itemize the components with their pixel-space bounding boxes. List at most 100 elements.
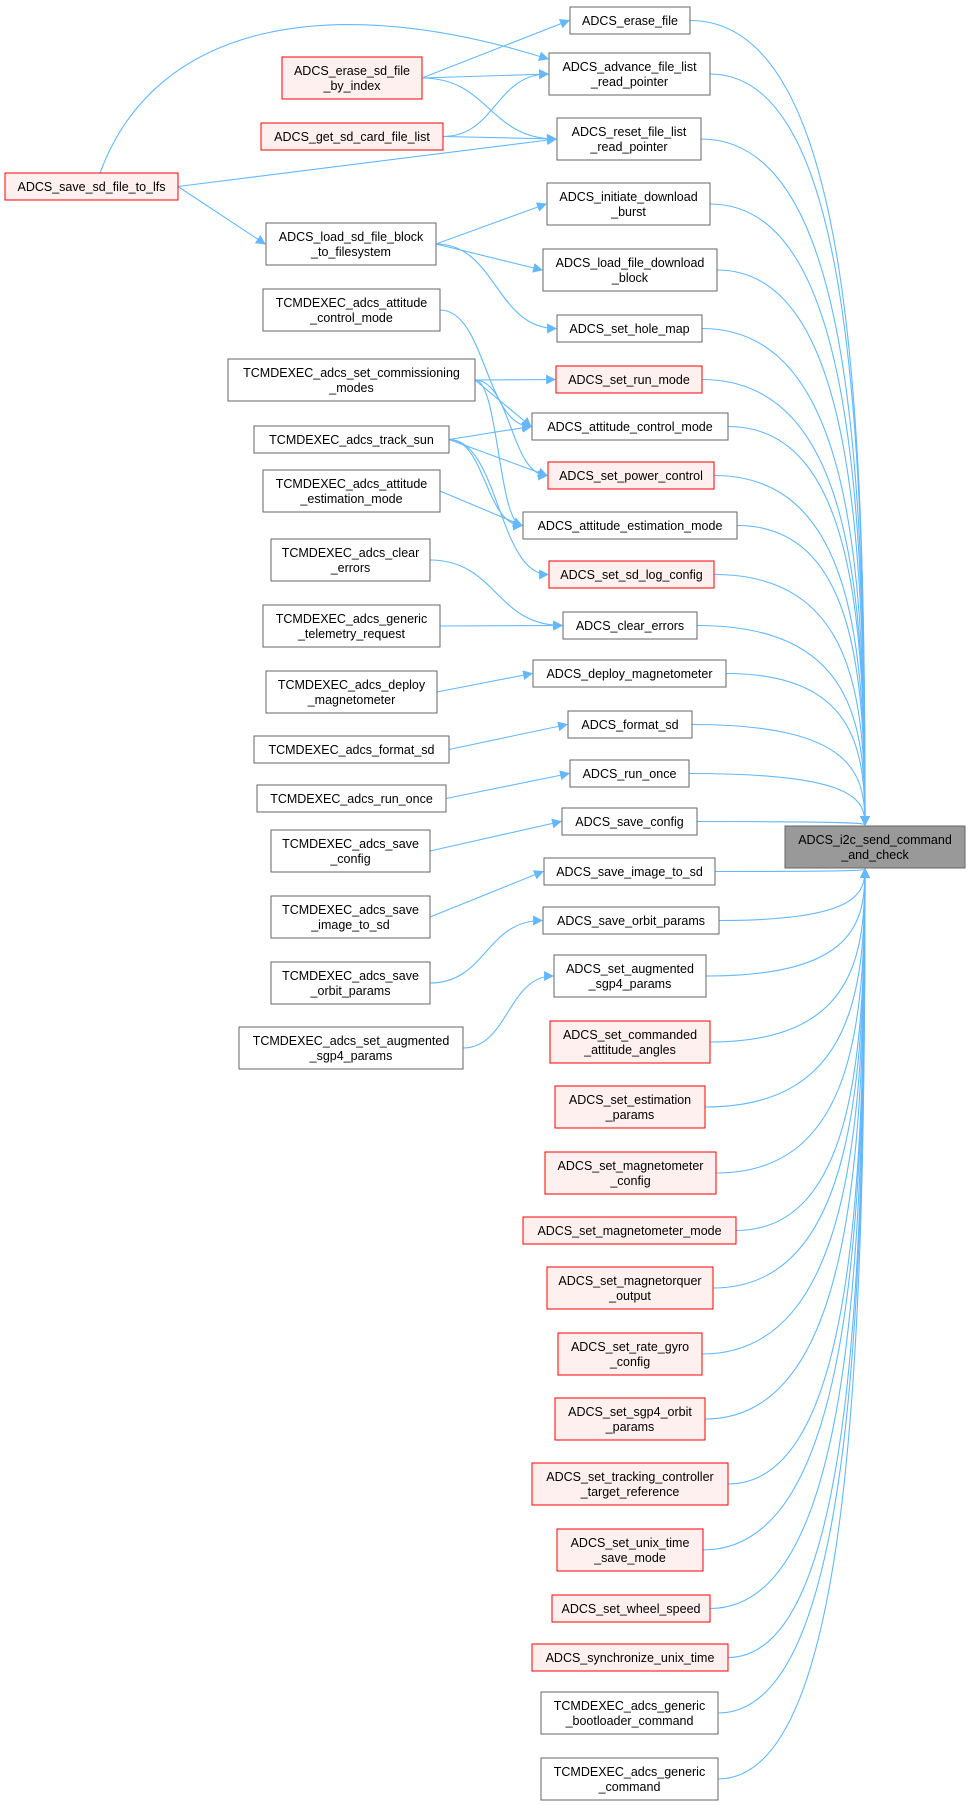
node-power[interactable]: ADCS_set_power_control [547,461,715,490]
node-deploy[interactable]: ADCS_deploy_magnetometer [532,659,727,688]
node-label: _control_mode [309,311,393,325]
node-erase-file[interactable]: ADCS_erase_file [569,6,691,35]
node-get-sd[interactable]: ADCS_get_sd_card_file_list [260,122,444,151]
node-box [522,1216,737,1245]
node-reset[interactable]: ADCS_reset_file_list_read_pointer [556,117,702,161]
node-label: ADCS_clear_errors [576,619,684,633]
edge-deploy-to-target [725,672,870,826]
edge-t-format-to-format [448,721,568,751]
node-box [532,659,727,688]
node-t-save-config[interactable]: TCMDEXEC_adcs_save_config [270,829,431,873]
node-t-att-ctrl[interactable]: TCMDEXEC_adcs_attitude_control_mode [262,288,441,332]
node-t-telem[interactable]: TCMDEXEC_adcs_generic_telemetry_request [262,604,441,648]
node-cmd-att[interactable]: ADCS_set_commanded_attitude_angles [549,1020,711,1064]
edge-save-config-to-target [696,816,870,826]
node-t-run-once[interactable]: TCMDEXEC_adcs_run_once [256,784,447,813]
node-t-aug[interactable]: TCMDEXEC_adcs_set_augmented_sgp4_params [238,1026,464,1070]
node-save-orbit[interactable]: ADCS_save_orbit_params [542,906,720,935]
edge-t-comm-to-run-mode [474,374,556,385]
node-run-once[interactable]: ADCS_run_once [569,759,690,788]
node-mag-mode[interactable]: ADCS_set_magnetometer_mode [522,1216,737,1245]
node-label: ADCS_save_image_to_sd [556,865,703,879]
node-att-ctrl[interactable]: ADCS_attitude_control_mode [531,412,729,441]
node-clear[interactable]: ADCS_clear_errors [562,611,698,640]
node-target[interactable]: ADCS_i2c_send_command_and_check [784,825,966,869]
node-label: ADCS_erase_sd_file [294,64,410,78]
node-label: ADCS_deploy_magnetometer [546,667,712,681]
node-save-image[interactable]: ADCS_save_image_to_sd [543,857,716,886]
edge-save-image-to-target [714,868,870,878]
edge-clear-to-target [696,624,870,826]
node-load-block[interactable]: ADCS_load_file_download_block [542,248,718,292]
node-sgp4[interactable]: ADCS_set_sgp4_orbit_params [554,1397,706,1441]
node-sd-log[interactable]: ADCS_set_sd_log_config [548,560,715,589]
node-label: ADCS_set_wheel_speed [562,1602,701,1616]
node-label: TCMDEXEC_adcs_clear [282,546,420,560]
node-run-mode[interactable]: ADCS_set_run_mode [555,365,703,394]
node-aug-sgp4[interactable]: ADCS_set_augmented_sgp4_params [553,954,707,998]
node-wheel[interactable]: ADCS_set_wheel_speed [551,1594,711,1623]
node-label: ADCS_reset_file_list [572,125,687,139]
node-gen-cmd[interactable]: TCMDEXEC_adcs_generic_command [540,1757,719,1801]
node-label: TCMDEXEC_adcs_format_sd [268,743,434,757]
node-t-clear[interactable]: TCMDEXEC_adcs_clear_errors [270,538,431,582]
node-erase-sd[interactable]: ADCS_erase_sd_file_by_index [281,56,423,100]
edge-t-aug-to-aug-sgp4 [462,971,554,1049]
node-box [270,895,431,939]
edge-t-clear-to-clear [429,559,563,631]
edge-unix-save-to-target [702,868,870,1551]
edge-tracking-to-target [727,868,870,1485]
node-label: ADCS_initiate_download [559,190,697,204]
edge-t-comm-to-att-ctrl [474,379,532,428]
node-t-track[interactable]: TCMDEXEC_adcs_track_sun [253,425,450,454]
node-box [256,784,447,813]
node-label: ADCS_set_unix_time [571,1536,690,1550]
node-t-att-est[interactable]: TCMDEXEC_adcs_attitude_estimation_mode [262,469,441,513]
node-tracking[interactable]: ADCS_set_tracking_controller_target_refe… [531,1462,729,1506]
node-label: TCMDEXEC_adcs_generic [554,1765,705,1779]
node-mtq[interactable]: ADCS_set_magnetorquer_output [546,1266,714,1310]
node-t-comm[interactable]: TCMDEXEC_adcs_set_commissioning_modes [227,358,476,402]
node-t-deploy[interactable]: TCMDEXEC_adcs_deploy_magnetometer [265,670,438,714]
node-unix-save[interactable]: ADCS_set_unix_time_save_mode [556,1528,704,1572]
node-label: TCMDEXEC_adcs_save [282,903,419,917]
edge-t-att-est-to-att-est [439,490,523,527]
node-initiate[interactable]: ADCS_initiate_download_burst [546,182,711,226]
edge-get-sd-to-advance [442,69,549,138]
node-box [543,857,716,886]
node-label: _by_index [323,79,382,93]
node-advance[interactable]: ADCS_advance_file_list_read_pointer [548,52,711,96]
node-label: ADCS_set_run_mode [568,373,690,387]
node-box [554,1397,706,1441]
node-sync[interactable]: ADCS_synchronize_unix_time [531,1643,729,1672]
node-label: TCMDEXEC_adcs_set_commissioning [243,366,460,380]
node-save-config[interactable]: ADCS_save_config [561,807,698,836]
node-save-lfs[interactable]: ADCS_save_sd_file_to_lfs [4,172,179,201]
node-label: ADCS_save_sd_file_to_lfs [18,180,166,194]
node-box [548,560,715,589]
node-gyro[interactable]: ADCS_set_rate_gyro_config [557,1332,703,1376]
node-att-est[interactable]: ADCS_attitude_estimation_mode [522,511,738,540]
node-mag-config[interactable]: ADCS_set_magnetometer_config [544,1151,717,1195]
node-label: ADCS_set_magnetorquer [558,1274,701,1288]
node-hole-map[interactable]: ADCS_set_hole_map [556,314,703,343]
node-box [270,829,431,873]
node-label: _config [609,1174,650,1188]
node-t-format[interactable]: TCMDEXEC_adcs_format_sd [253,735,450,764]
node-label: ADCS_set_sd_log_config [560,568,702,582]
node-t-save-image[interactable]: TCMDEXEC_adcs_save_image_to_sd [270,895,431,939]
node-est-params[interactable]: ADCS_set_estimation_params [554,1085,706,1129]
node-label: _estimation_mode [299,492,402,506]
node-format[interactable]: ADCS_format_sd [567,710,693,739]
node-load-sd[interactable]: ADCS_load_sd_file_block_to_filesystem [265,222,437,266]
edge-save-lfs-to-reset [177,135,557,188]
node-box [567,710,693,739]
node-box [522,511,738,540]
node-t-save-orbit[interactable]: TCMDEXEC_adcs_save_orbit_params [270,961,431,1005]
edge-t-telem-to-clear [439,620,563,631]
edge-cmd-att-to-target [709,868,870,1043]
edge-t-comm-to-att-est [474,379,523,531]
node-box [542,248,718,292]
node-boot[interactable]: TCMDEXEC_adcs_generic_bootloader_command [540,1691,719,1735]
node-box [546,1266,714,1310]
